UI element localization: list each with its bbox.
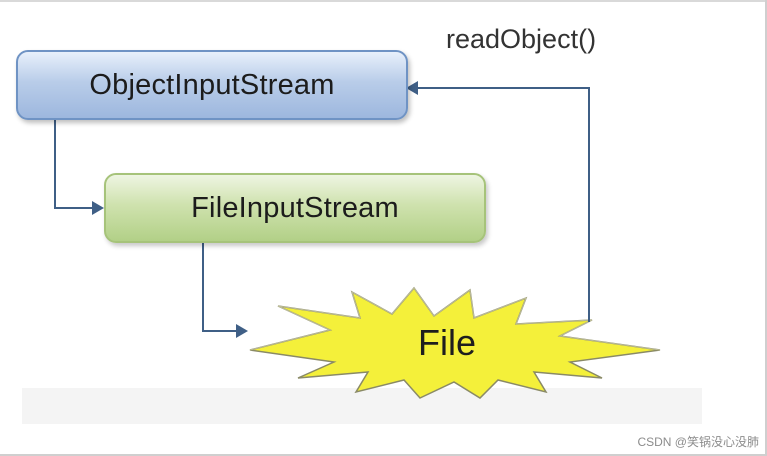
file-node-label: File: [418, 322, 477, 363]
file-input-stream-node: FileInputStream: [104, 173, 486, 243]
starburst-glow: [249, 287, 661, 351]
top-border: [0, 0, 767, 2]
connector-object-to-fileinput: [54, 120, 104, 215]
bottom-border: [0, 454, 767, 456]
connector-file-to-object-readobject: [406, 81, 590, 322]
object-input-stream-label: ObjectInputStream: [89, 68, 335, 101]
bottom-fade-band: [22, 388, 702, 424]
file-input-stream-label: FileInputStream: [191, 191, 399, 224]
watermark-text: CSDN @笑锅没心没肺: [637, 435, 759, 449]
object-input-stream-node: ObjectInputStream: [16, 50, 408, 120]
read-object-edge-label: readObject(): [446, 24, 597, 54]
right-border: [765, 0, 767, 456]
file-starburst: [249, 286, 661, 399]
connector-fileinput-to-file: [202, 243, 248, 338]
